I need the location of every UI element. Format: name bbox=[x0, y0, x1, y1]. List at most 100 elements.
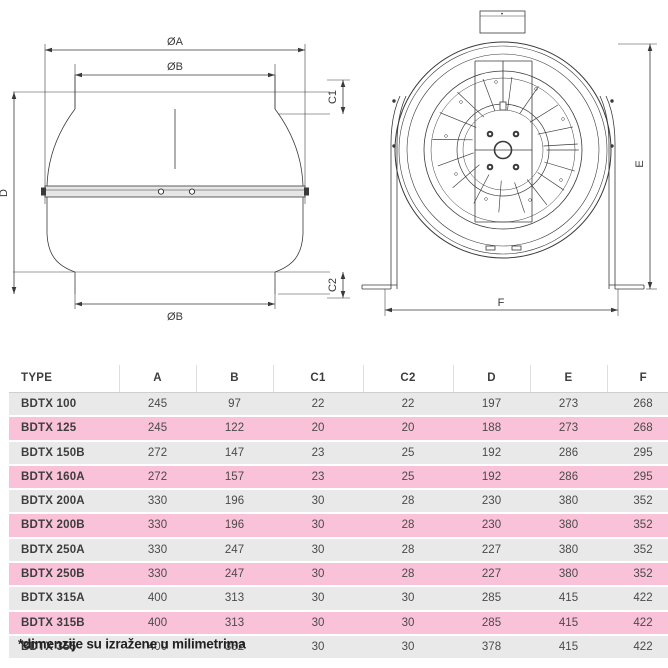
column-header-c1: C1 bbox=[273, 365, 364, 393]
cell-b: 157 bbox=[196, 464, 273, 491]
cell-e: 380 bbox=[530, 513, 607, 539]
cell-type: BDTX 100 bbox=[9, 392, 119, 418]
cell-f: 268 bbox=[607, 392, 668, 418]
cell-d: 378 bbox=[453, 634, 530, 661]
dim-label-e: E bbox=[634, 160, 646, 167]
cell-type: BDTX 125 bbox=[9, 416, 119, 442]
cell-f: 422 bbox=[607, 634, 668, 661]
cell-c2: 28 bbox=[363, 489, 453, 515]
cell-type: BDTX 160A bbox=[9, 464, 119, 491]
dim-label-diameter-b-top: ØB bbox=[167, 61, 183, 73]
cell-c2: 25 bbox=[363, 464, 453, 491]
cell-d: 188 bbox=[453, 416, 530, 442]
cell-f: 422 bbox=[607, 586, 668, 612]
cell-f: 268 bbox=[607, 416, 668, 442]
cell-a: 272 bbox=[119, 440, 196, 466]
cell-type: BDTX 315A bbox=[9, 586, 119, 612]
dim-label-diameter-a: ØA bbox=[167, 36, 184, 48]
cell-f: 295 bbox=[607, 440, 668, 466]
cell-d: 192 bbox=[453, 440, 530, 466]
cell-d: 285 bbox=[453, 610, 530, 636]
cell-c1: 30 bbox=[273, 610, 363, 636]
cell-d: 230 bbox=[453, 489, 530, 515]
cell-c2: 30 bbox=[363, 610, 453, 636]
units-footnote: *dimenzije su izražene u milimetrima bbox=[18, 636, 246, 652]
cell-type: BDTX 250A bbox=[9, 537, 119, 564]
column-header-a: A bbox=[119, 365, 197, 393]
cell-b: 313 bbox=[196, 586, 273, 612]
cell-c1: 20 bbox=[273, 416, 363, 442]
table-header: TYPE A B C1 C2 D E F bbox=[9, 365, 668, 393]
column-header-b: B bbox=[196, 365, 274, 393]
front-view-svg: ØA ØB ØB D C1 C2 bbox=[0, 36, 350, 323]
column-header-e: E bbox=[530, 365, 608, 393]
dim-label-c2: C2 bbox=[327, 278, 339, 292]
cell-c2: 22 bbox=[363, 392, 453, 418]
cell-c1: 30 bbox=[273, 489, 363, 515]
cell-type: BDTX 250B bbox=[9, 562, 119, 588]
cell-c1: 30 bbox=[273, 586, 363, 612]
cell-c2: 20 bbox=[363, 416, 453, 442]
cell-e: 380 bbox=[530, 489, 607, 515]
column-header-type: TYPE bbox=[9, 365, 120, 393]
cell-type: BDTX 355 bbox=[9, 634, 119, 661]
cell-d: 285 bbox=[453, 586, 530, 612]
column-header-c2: C2 bbox=[363, 365, 454, 393]
cell-b: 196 bbox=[196, 513, 273, 539]
dim-label-d: D bbox=[0, 189, 10, 197]
cell-a: 400 bbox=[119, 610, 196, 636]
cell-e: 415 bbox=[530, 634, 607, 661]
cell-c1: 30 bbox=[273, 634, 363, 661]
cell-f: 422 bbox=[607, 610, 668, 636]
cell-e: 415 bbox=[530, 586, 607, 612]
cell-b: 122 bbox=[196, 416, 273, 442]
cell-c2: 28 bbox=[363, 513, 453, 539]
cell-a: 330 bbox=[119, 562, 196, 588]
cell-c1: 23 bbox=[273, 440, 363, 466]
cell-b: 196 bbox=[196, 489, 273, 515]
cell-type: BDTX 200B bbox=[9, 513, 119, 539]
dim-label-c1: C1 bbox=[327, 90, 339, 104]
cell-c2: 30 bbox=[363, 634, 453, 661]
cell-f: 295 bbox=[607, 464, 668, 491]
cell-e: 415 bbox=[530, 610, 607, 636]
cell-c1: 30 bbox=[273, 562, 363, 588]
cell-c2: 28 bbox=[363, 562, 453, 588]
cell-d: 192 bbox=[453, 464, 530, 491]
technical-drawings: ØA ØB ØB D C1 C2 bbox=[0, 4, 657, 344]
cell-a: 330 bbox=[119, 489, 196, 515]
cell-b: 147 bbox=[196, 440, 273, 466]
cell-c1: 22 bbox=[273, 392, 363, 418]
cell-f: 352 bbox=[607, 513, 668, 539]
cell-e: 273 bbox=[530, 416, 607, 442]
cell-b: 352 bbox=[196, 634, 273, 661]
cell-e: 286 bbox=[530, 464, 607, 491]
cell-a: 245 bbox=[119, 392, 196, 418]
left-drawing-front-view: ØA ØB ØB D C1 C2 bbox=[0, 4, 360, 344]
cell-a: 400 bbox=[119, 634, 196, 661]
cell-a: 330 bbox=[119, 513, 196, 539]
dim-label-diameter-b-bottom: ØB bbox=[167, 311, 183, 323]
cell-a: 245 bbox=[119, 416, 196, 442]
cell-c2: 30 bbox=[363, 586, 453, 612]
end-view-svg: E F bbox=[361, 10, 657, 316]
cell-f: 352 bbox=[607, 562, 668, 588]
cell-b: 247 bbox=[196, 537, 273, 564]
cell-d: 230 bbox=[453, 513, 530, 539]
cell-a: 330 bbox=[119, 537, 196, 564]
cell-type: BDTX 200A bbox=[9, 489, 119, 515]
cell-f: 352 bbox=[607, 489, 668, 515]
cell-d: 197 bbox=[453, 392, 530, 418]
column-header-d: D bbox=[453, 365, 531, 393]
